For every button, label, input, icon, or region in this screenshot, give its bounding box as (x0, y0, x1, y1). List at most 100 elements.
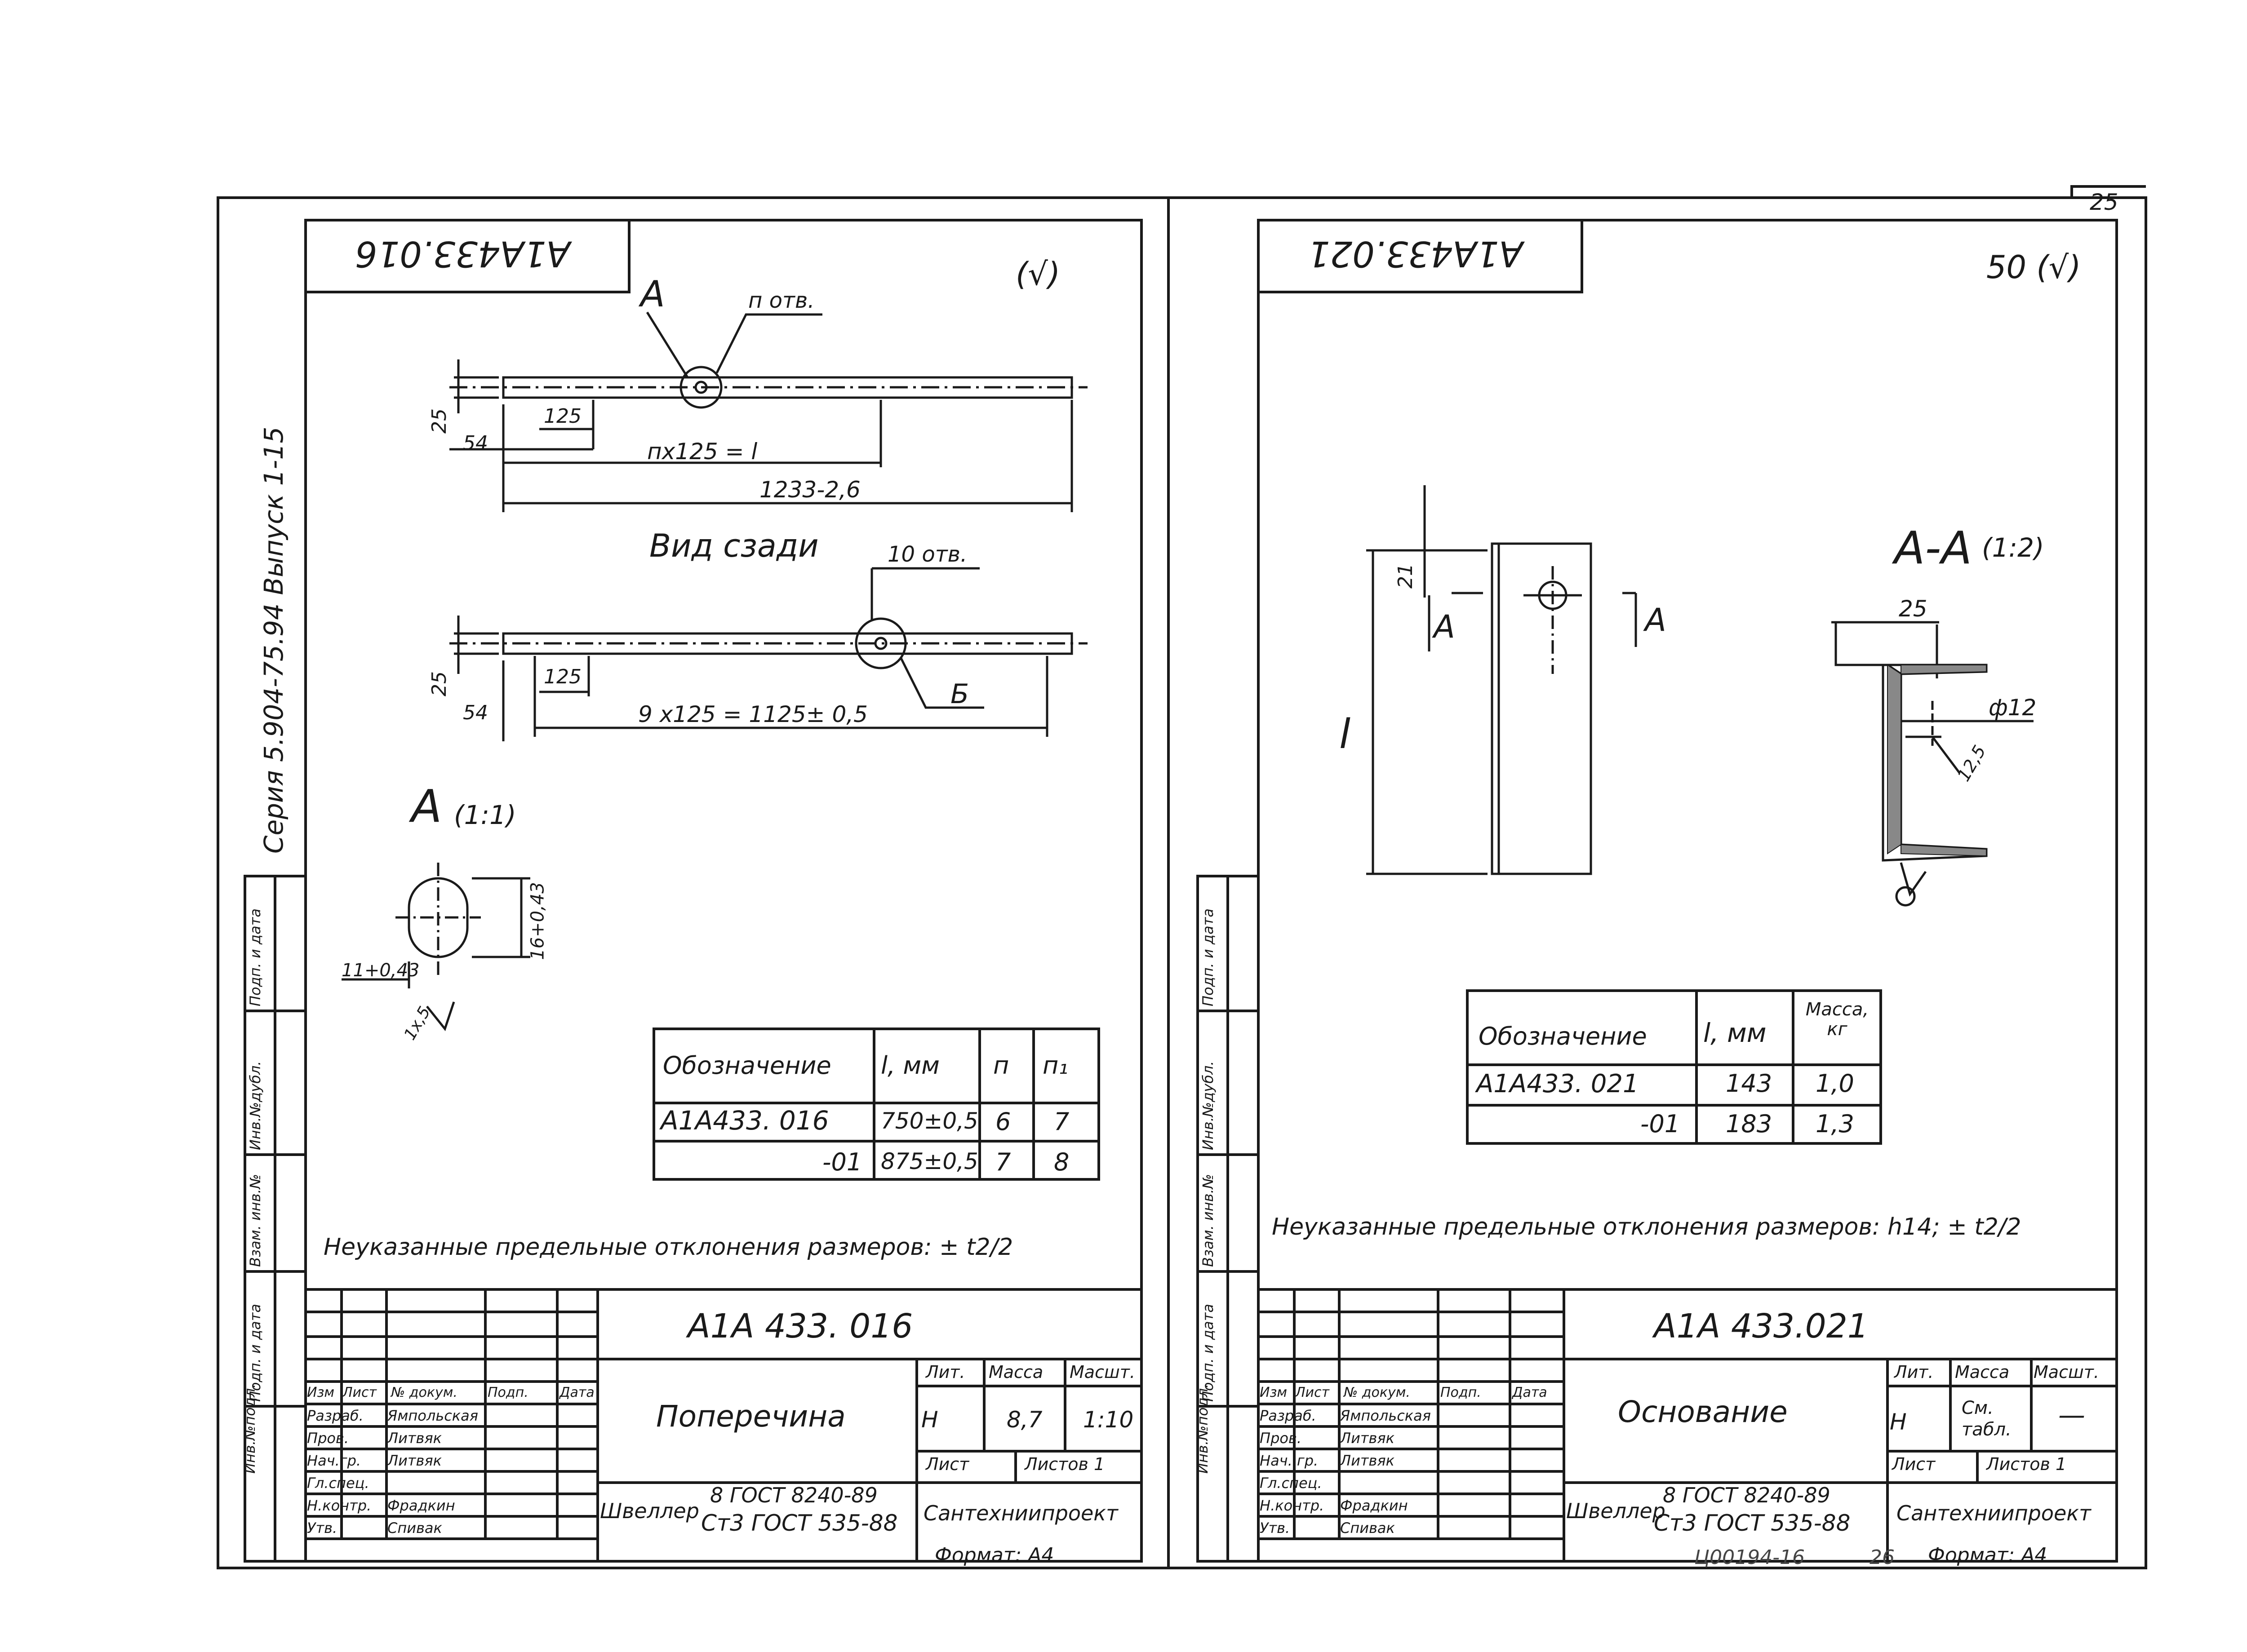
left-dim-9x125: 9 х125 = 1125± 0,5 (638, 701, 868, 727)
left-tb-col0: Изм (307, 1385, 335, 1400)
right-tb-role1: Пров. (1260, 1430, 1301, 1447)
right-tb-col2: № докум. (1344, 1385, 1410, 1400)
right-dim-phi: ф12 (1989, 695, 2037, 721)
left-tb-name1: Литвяк (387, 1430, 442, 1447)
left-table-h0: Обозначение (663, 1051, 831, 1080)
right-tb-org: Сантехниипроект (1896, 1501, 2091, 1525)
right-tb-code: А1А 433.021 (1654, 1307, 1869, 1346)
left-table-h1: l, мм (881, 1051, 940, 1080)
right-table-h2: Масса, кг (1805, 999, 1869, 1040)
left-tb-mass-h: Масса (989, 1362, 1044, 1382)
left-tb-lit: Н (921, 1407, 938, 1433)
right-dim-21: 21 (1394, 563, 1417, 589)
left-tb-mat1: Швеллер (600, 1499, 699, 1523)
page-number: 25 (2090, 189, 2118, 215)
right-side-4: Подп. и дата (1199, 908, 1217, 1006)
left-side-1: Подп. и дата (247, 1304, 264, 1402)
right-roughness: 50 (√) (1986, 249, 2081, 286)
left-tb-name0: Ямпольская (387, 1407, 478, 1424)
right-tb-role5: Утв. (1260, 1519, 1290, 1537)
right-stamp2: 26 (1870, 1546, 1895, 1569)
left-tb-role2: Нач.гр. (307, 1452, 361, 1469)
right-dim-l: l (1339, 711, 1351, 758)
right-tb-name: Основание (1618, 1395, 1788, 1429)
left-table-r0c1: 750±0,5 (881, 1108, 978, 1134)
right-table-r0c1: 143 (1726, 1069, 1772, 1098)
right-tb-name2: Литвяк (1340, 1452, 1394, 1469)
right-tb-scale: — (2058, 1400, 2085, 1431)
left-tb-role0: Разраб. (307, 1407, 364, 1424)
right-dim-25: 25 (1899, 596, 1927, 622)
left-tb-sheets: Листов 1 (1025, 1454, 1105, 1474)
left-dim-16: 16+0,43 (527, 882, 548, 960)
left-dim-125b: 125 (544, 665, 582, 688)
left-tb-name4: Фрадкин (387, 1497, 455, 1514)
left-tb-col4: Дата (560, 1385, 595, 1400)
right-tb-role2: Нач. гр. (1260, 1452, 1319, 1469)
left-series: Серия 5.904-75.94 Выпуск 1-15 (258, 426, 289, 854)
right-tb-col3: Подп. (1440, 1385, 1481, 1400)
left-tb-name2: Литвяк (387, 1452, 442, 1469)
left-dim-1233: 1233-2,6 (759, 477, 861, 503)
left-tb-org: Сантехниипроект (924, 1501, 1118, 1525)
right-section-a2: А (1645, 602, 1666, 638)
right-tb-role3: Гл.спец. (1260, 1475, 1322, 1492)
left-side-3: Инв.№дубл. (247, 1061, 264, 1150)
left-detail-a-scale: (1:1) (454, 800, 516, 830)
right-table-r1c1: 183 (1726, 1110, 1772, 1138)
left-dim-nx125: пх125 = l (647, 438, 758, 465)
right-side-1: Подп. и дата (1199, 1304, 1217, 1402)
left-tb-lit-h: Лит. (926, 1362, 965, 1382)
right-tb-name4: Фрадкин (1340, 1497, 1408, 1514)
right-table-h0: Обозначение (1479, 1022, 1647, 1050)
right-tb-mat1: Швеллер (1566, 1499, 1665, 1523)
left-tb-role1: Пров. (307, 1430, 349, 1447)
right-tb-mass: См. табл. (1962, 1398, 2012, 1440)
right-table-h1: l, мм (1703, 1018, 1767, 1048)
right-section-scale: (1:2) (1982, 532, 2044, 563)
left-tb-name5: Спивак (387, 1519, 442, 1537)
left-tb-col2: № докум. (391, 1385, 457, 1400)
left-holes-10: 10 отв. (888, 542, 968, 567)
right-tb-name0: Ямпольская (1340, 1407, 1431, 1424)
left-note: Неуказанные предельные отклонения размер… (324, 1234, 1013, 1261)
right-side-2: Взам. инв.№ (1199, 1174, 1217, 1267)
right-side-3: Инв.№дубл. (1199, 1061, 1217, 1150)
left-tb-mat2: 8 ГОСТ 8240-89 (710, 1483, 878, 1507)
right-tb-role4: Н.контр. (1260, 1497, 1324, 1514)
right-section-a1: А (1434, 608, 1455, 645)
left-table-r1c1: 875±0,5 (881, 1148, 978, 1174)
left-table-r0c3: 7 (1054, 1107, 1070, 1136)
left-detail-a: А (411, 780, 442, 833)
right-tb-format: Формат: А4 (1928, 1544, 2047, 1567)
left-tb-format: Формат: А4 (935, 1544, 1054, 1567)
right-table-r1c0: -01 (1640, 1110, 1680, 1138)
right-tb-role0: Разраб. (1260, 1407, 1316, 1424)
left-tb-role3: Гл.спец. (307, 1475, 369, 1492)
left-dim-25b: 25 (428, 671, 451, 696)
left-side-2: Взам. инв.№ (247, 1174, 264, 1267)
left-table-h2: п (993, 1051, 1009, 1080)
left-dim-125a: 125 (544, 405, 582, 428)
right-tb-col1: Лист (1295, 1385, 1330, 1400)
left-table-r1c3: 8 (1054, 1148, 1070, 1176)
right-tb-mat3: Ст3 ГОСТ 535-88 (1654, 1510, 1851, 1536)
right-table-r0c0: А1А433. 021 (1476, 1069, 1639, 1098)
right-tb-name5: Спивак (1340, 1519, 1395, 1537)
left-side-4: Подп. и дата (247, 908, 264, 1006)
right-tb-col4: Дата (1512, 1385, 1547, 1400)
right-title-rotated: А1А433.021 (1308, 233, 1523, 274)
left-view-a-label: А (640, 273, 665, 315)
left-tb-mat3: Ст3 ГОСТ 535-88 (701, 1510, 898, 1536)
left-dim-54b: 54 (463, 701, 488, 724)
left-tb-role5: Утв. (307, 1519, 337, 1537)
right-tb-mass-h: Масса (1955, 1362, 2010, 1382)
right-section-title: А-А (1894, 522, 1972, 574)
left-tb-code: А1А 433. 016 (688, 1307, 913, 1346)
left-dim-25a: 25 (428, 408, 451, 434)
right-stamp: Ц00194-16 (1694, 1546, 1805, 1569)
left-n-holes: п отв. (748, 288, 815, 313)
left-tb-name: Поперечина (656, 1399, 846, 1434)
right-tb-name1: Литвяк (1340, 1430, 1394, 1447)
